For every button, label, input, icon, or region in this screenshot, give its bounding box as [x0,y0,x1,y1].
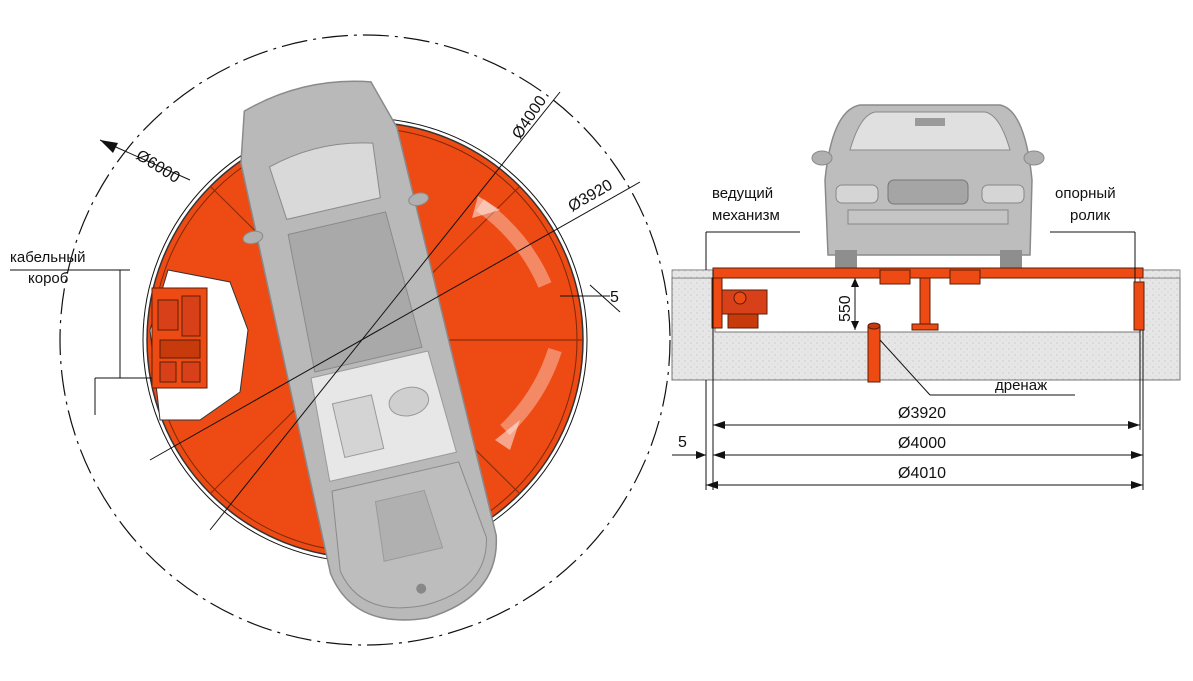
plan-dimension-lines [94,91,641,531]
roller-label-line2: ролик [1070,207,1110,224]
cable-duct-label-line2: короб [28,270,68,287]
rotation-arrowhead-lower [495,420,520,450]
plan-view: Ø6000 Ø4000 Ø3920 5 кабельный короб [10,34,671,646]
section-dim-3920: Ø3920 [898,405,946,422]
section-view: ведущий механизм опорный ролик дренаж 55… [671,104,1181,490]
drain-pipe [867,325,881,383]
rotation-arrow-lower [500,347,562,436]
pit-depth-dimension: 550 [837,295,854,322]
drive-mechanism [711,277,768,329]
support-roller [1133,281,1145,331]
drive-label-line2: механизм [712,207,780,224]
section-platform-deck [712,267,1144,279]
drain-label: дренаж [995,377,1047,394]
plan-gap-dimension: 5 [610,289,619,306]
section-gap-dimension: 5 [678,434,687,451]
rotation-arrowhead-upper [472,196,500,218]
roller-label-line1: опорный [1055,185,1116,202]
drive-label-line1: ведущий [712,185,773,202]
car-top-view [240,80,498,621]
section-dim-4010: Ø4010 [898,465,946,482]
car-front-view [811,104,1045,270]
section-dimension-lines [672,231,1144,490]
platform-outer-dimension: Ø4000 [509,93,550,142]
outer-clearance-circle [59,34,671,646]
cable-duct-label-line1: кабельный [10,249,86,266]
cable-box [151,287,208,389]
center-column [919,277,931,329]
outer-circle-dimension: Ø6000 [133,147,183,187]
section-dim-4000: Ø4000 [898,435,946,452]
